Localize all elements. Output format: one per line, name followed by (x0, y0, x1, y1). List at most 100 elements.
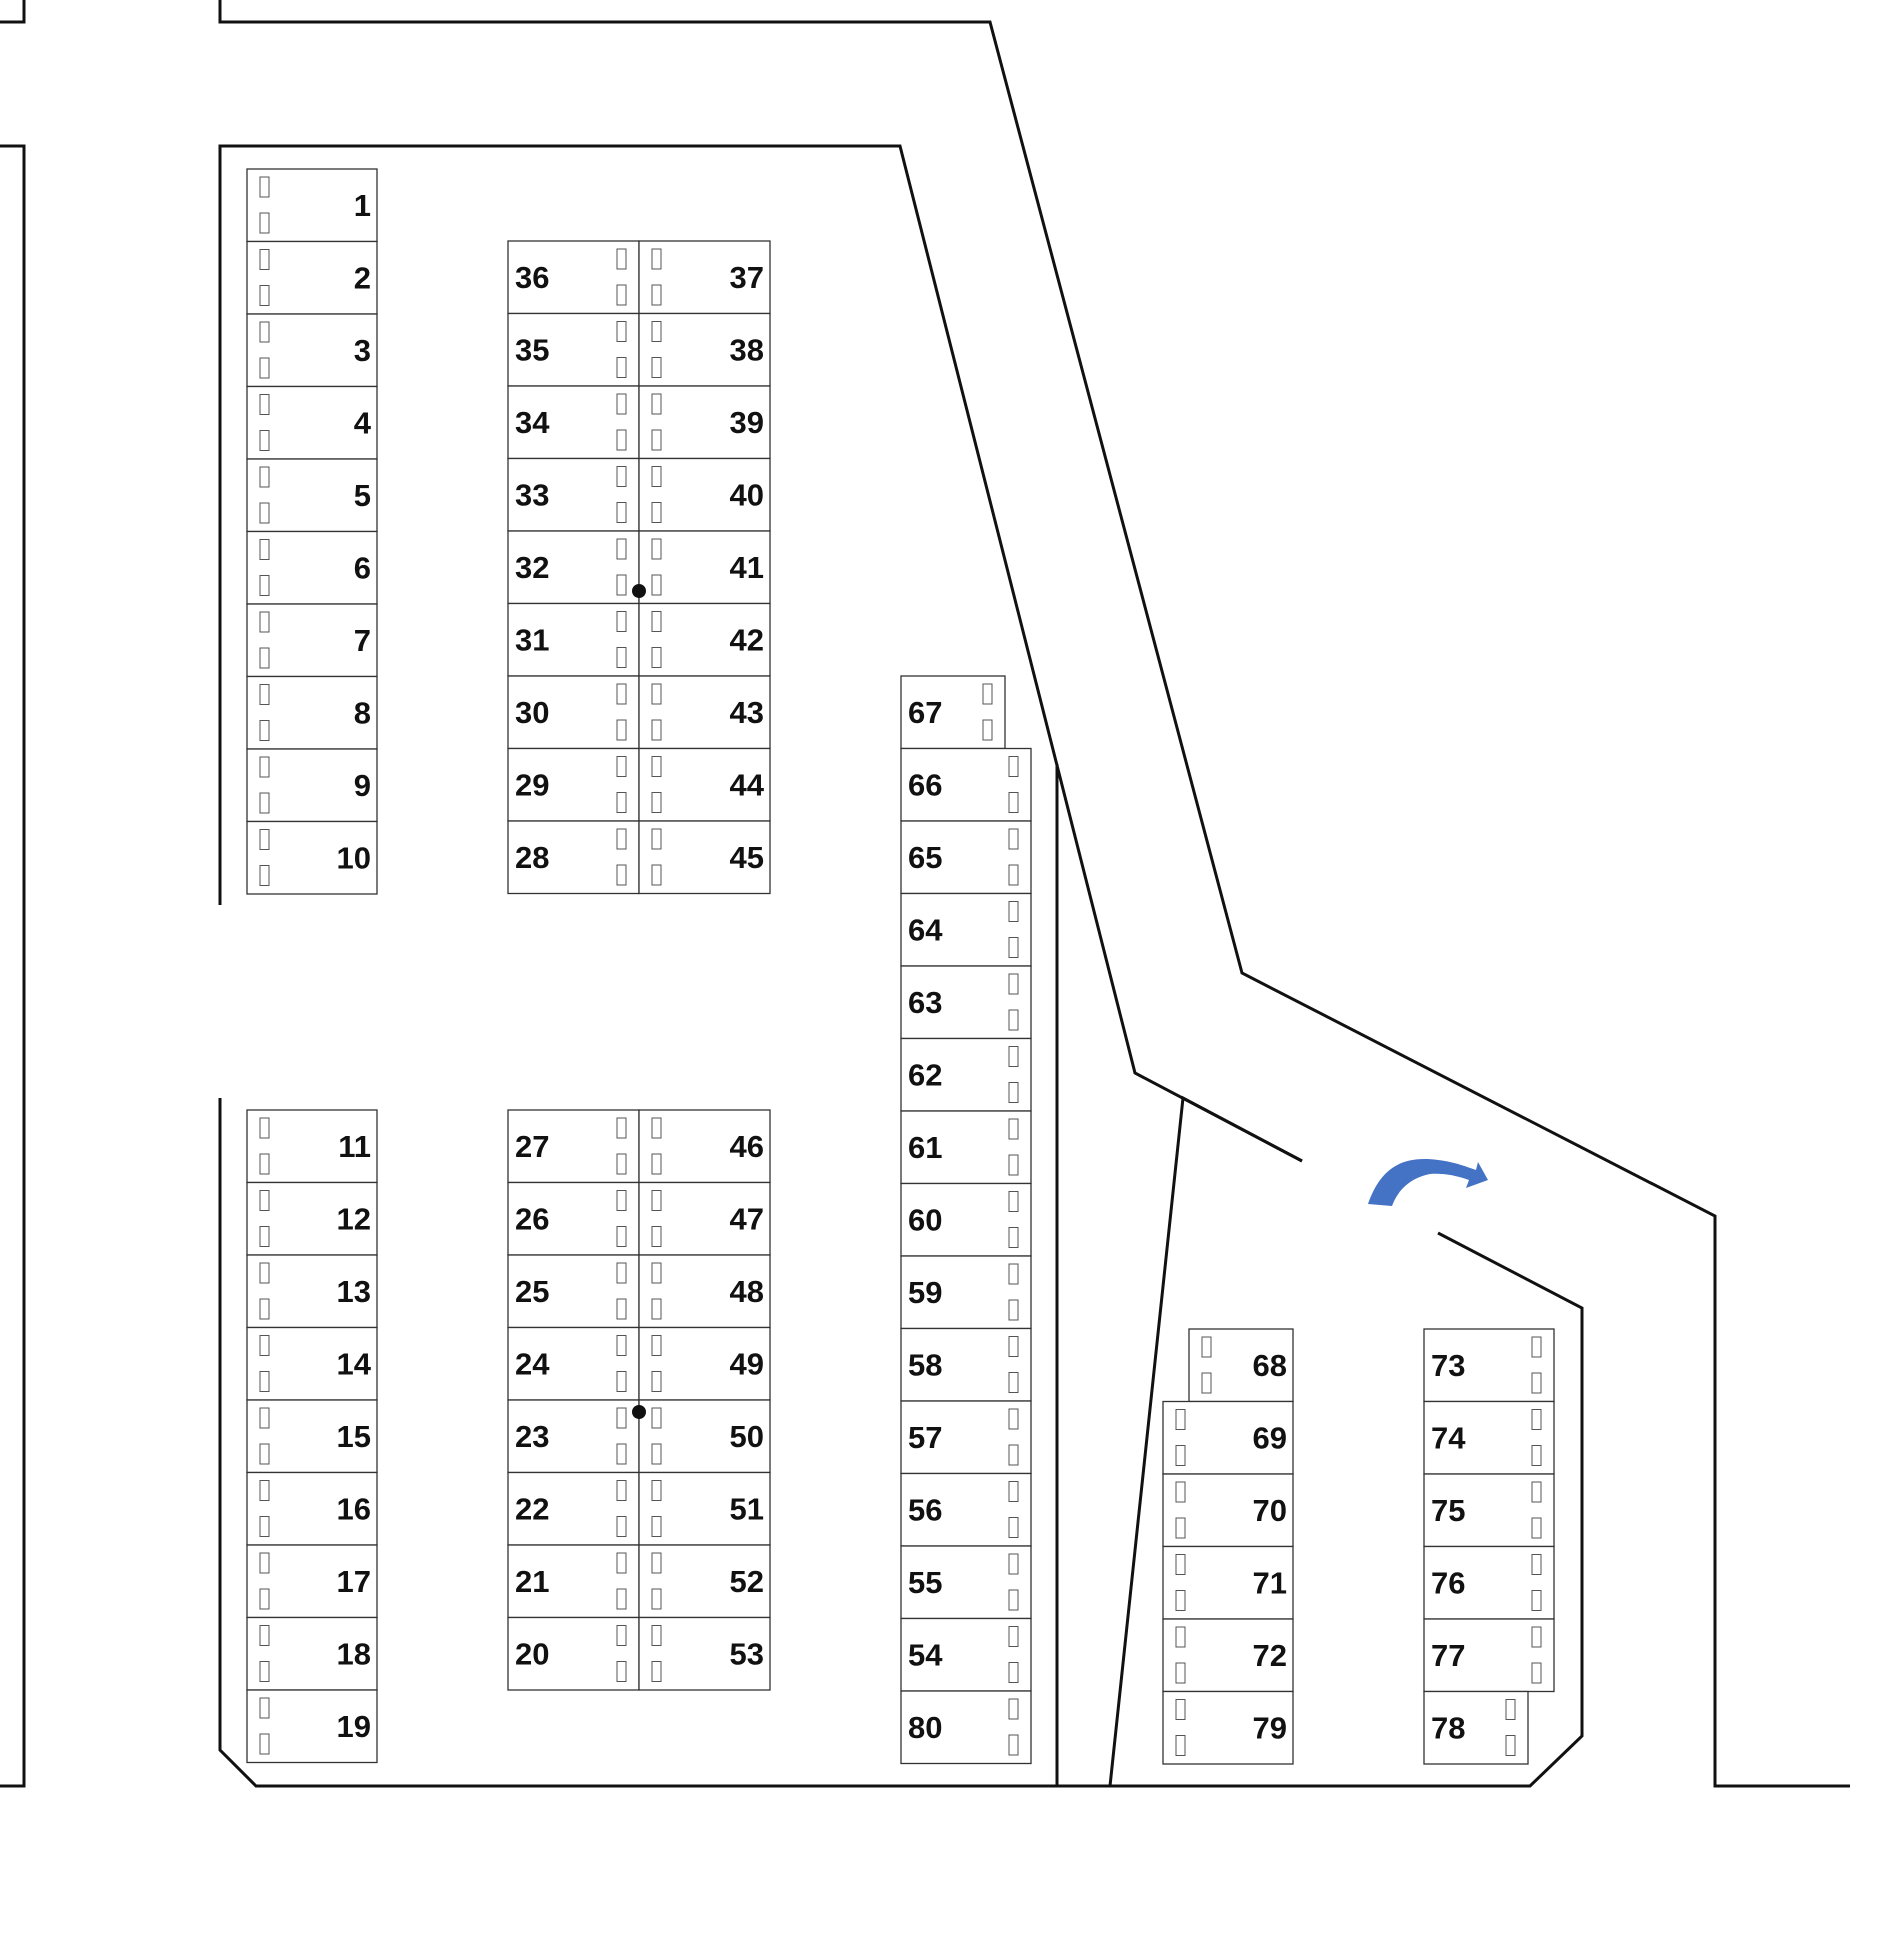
parking-stall-8[interactable]: 8 (246, 675, 378, 750)
parking-stall-26[interactable]: 26 (507, 1181, 640, 1256)
stall-number: 4 (354, 406, 372, 441)
stall-marker (1531, 1481, 1542, 1503)
parking-stall-58[interactable]: 58 (900, 1327, 1032, 1402)
parking-stall-78[interactable]: 78 (1423, 1690, 1529, 1765)
parking-stall-65[interactable]: 65 (900, 820, 1032, 895)
parking-stall-37[interactable]: 37 (638, 240, 771, 315)
stall-marker (1008, 973, 1019, 995)
parking-stall-43[interactable]: 43 (638, 675, 771, 750)
parking-stall-47[interactable]: 47 (638, 1181, 771, 1256)
parking-stall-20[interactable]: 20 (507, 1616, 640, 1691)
parking-stall-30[interactable]: 30 (507, 675, 640, 750)
parking-stall-60[interactable]: 60 (900, 1182, 1032, 1257)
parking-stall-32[interactable]: 32 (507, 530, 640, 605)
parking-stall-7[interactable]: 7 (246, 603, 378, 678)
curved-arrow-right-icon (1368, 1159, 1488, 1206)
parking-stall-53[interactable]: 53 (638, 1616, 771, 1691)
parking-stall-27[interactable]: 27 (507, 1109, 640, 1184)
stall-number: 12 (337, 1202, 371, 1237)
parking-stall-75[interactable]: 75 (1423, 1473, 1555, 1548)
parking-stall-40[interactable]: 40 (638, 457, 771, 532)
parking-stall-14[interactable]: 14 (246, 1326, 378, 1401)
stall-marker (259, 829, 270, 850)
parking-stall-36[interactable]: 36 (507, 240, 640, 315)
parking-stall-45[interactable]: 45 (638, 820, 771, 895)
parking-stall-70[interactable]: 70 (1162, 1473, 1294, 1548)
parking-stall-79[interactable]: 79 (1162, 1690, 1294, 1765)
parking-stall-64[interactable]: 64 (900, 892, 1032, 967)
stall-marker (651, 1226, 662, 1247)
stall-number: 78 (1431, 1711, 1465, 1746)
parking-stall-33[interactable]: 33 (507, 457, 640, 532)
parking-stall-61[interactable]: 61 (900, 1110, 1032, 1185)
parking-stall-15[interactable]: 15 (246, 1399, 378, 1474)
parking-stall-55[interactable]: 55 (900, 1545, 1032, 1620)
lighting-post-lower (632, 1405, 646, 1419)
parking-stall-34[interactable]: 34 (507, 385, 640, 460)
parking-stall-17[interactable]: 17 (246, 1544, 378, 1619)
parking-stall-31[interactable]: 31 (507, 602, 640, 677)
upper-road-edge (218, 0, 1850, 1788)
parking-stall-24[interactable]: 24 (507, 1326, 640, 1401)
parking-stall-1[interactable]: 1 (246, 168, 378, 243)
parking-stall-44[interactable]: 44 (638, 747, 771, 822)
parking-stall-69[interactable]: 69 (1162, 1400, 1294, 1475)
stall-number: 35 (515, 333, 549, 368)
parking-stall-59[interactable]: 59 (900, 1255, 1032, 1330)
stall-number: 73 (1431, 1348, 1465, 1383)
parking-stall-56[interactable]: 56 (900, 1472, 1032, 1547)
parking-stall-35[interactable]: 35 (507, 312, 640, 387)
parking-stall-11[interactable]: 11 (246, 1109, 378, 1184)
parking-stall-51[interactable]: 51 (638, 1471, 771, 1546)
parking-stall-77[interactable]: 77 (1423, 1618, 1555, 1693)
parking-stall-4[interactable]: 4 (246, 385, 378, 460)
parking-stall-28[interactable]: 28 (507, 820, 640, 895)
stall-marker (1175, 1662, 1186, 1684)
parking-stall-72[interactable]: 72 (1162, 1618, 1294, 1693)
parking-stall-29[interactable]: 29 (507, 747, 640, 822)
parking-stall-22[interactable]: 22 (507, 1471, 640, 1546)
parking-stall-48[interactable]: 48 (638, 1254, 771, 1329)
parking-stall-3[interactable]: 3 (246, 313, 378, 388)
parking-stall-63[interactable]: 63 (900, 965, 1032, 1040)
parking-stall-41[interactable]: 41 (638, 530, 771, 605)
parking-stall-38[interactable]: 38 (638, 312, 771, 387)
parking-stall-66[interactable]: 66 (900, 747, 1032, 822)
parking-stall-5[interactable]: 5 (246, 458, 378, 533)
parking-stall-21[interactable]: 21 (507, 1544, 640, 1619)
parking-stall-54[interactable]: 54 (900, 1617, 1032, 1692)
parking-stall-23[interactable]: 23 (507, 1399, 640, 1474)
parking-stall-73[interactable]: 73 (1423, 1328, 1555, 1403)
stall-marker (616, 1190, 627, 1211)
parking-stall-19[interactable]: 19 (246, 1689, 378, 1764)
parking-stall-67[interactable]: 67 (900, 675, 1006, 750)
parking-stall-39[interactable]: 39 (638, 385, 771, 460)
parking-stall-76[interactable]: 76 (1423, 1545, 1555, 1620)
parking-stall-57[interactable]: 57 (900, 1400, 1032, 1475)
parking-stall-9[interactable]: 9 (246, 748, 378, 823)
parking-stall-16[interactable]: 16 (246, 1471, 378, 1546)
parking-stall-46[interactable]: 46 (638, 1109, 771, 1184)
parking-stall-18[interactable]: 18 (246, 1616, 378, 1691)
parking-stall-68[interactable]: 68 (1188, 1328, 1294, 1403)
parking-stall-25[interactable]: 25 (507, 1254, 640, 1329)
parking-stall-13[interactable]: 13 (246, 1254, 378, 1329)
stall-marker (1008, 1698, 1019, 1720)
stall-number: 43 (730, 695, 764, 730)
parking-stall-10[interactable]: 10 (246, 820, 378, 895)
parking-stall-42[interactable]: 42 (638, 602, 771, 677)
stall-marker (1175, 1735, 1186, 1756)
stall-number: 26 (515, 1202, 549, 1237)
stall-marker (1008, 1589, 1019, 1611)
parking-stall-74[interactable]: 74 (1423, 1400, 1555, 1475)
parking-stall-2[interactable]: 2 (246, 240, 378, 315)
parking-stall-62[interactable]: 62 (900, 1037, 1032, 1112)
parking-stall-80[interactable]: 80 (900, 1690, 1032, 1765)
parking-stall-6[interactable]: 6 (246, 530, 378, 605)
parking-stall-71[interactable]: 71 (1162, 1545, 1294, 1620)
parking-stall-12[interactable]: 12 (246, 1181, 378, 1256)
parking-stall-49[interactable]: 49 (638, 1326, 771, 1401)
parking-stall-52[interactable]: 52 (638, 1544, 771, 1619)
parking-stall-50[interactable]: 50 (638, 1399, 771, 1474)
